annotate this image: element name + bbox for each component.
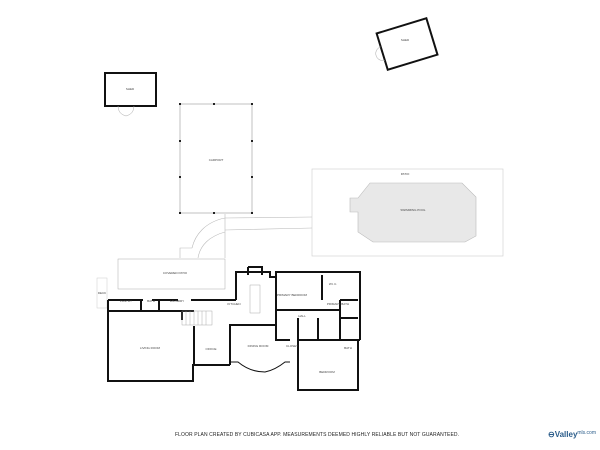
room-label: Shed xyxy=(125,87,135,91)
disclaimer-text: FLOOR PLAN CREATED BY CUBICASA APP. MEAS… xyxy=(175,432,460,438)
room-label: Pantry xyxy=(120,299,132,303)
logo-sup: mls.com xyxy=(577,430,597,436)
room-label: Primary Bath xyxy=(326,302,350,306)
logo-icon: ⊖ xyxy=(548,430,555,439)
room-label: Deck xyxy=(97,291,107,295)
room-label: Bath xyxy=(147,299,155,303)
room-label: Covered Patio xyxy=(162,271,188,275)
room-label: Swimming Pool xyxy=(400,208,426,212)
carport xyxy=(179,103,253,214)
room-label: Bedroom xyxy=(319,370,335,374)
room-label: Laundry xyxy=(169,299,185,303)
room-label: Office xyxy=(205,347,217,351)
room-label: Closet xyxy=(285,344,299,348)
room-label: Kitchen xyxy=(227,302,241,306)
room-label: Primary Bedroom xyxy=(277,293,307,297)
room-label: Carport xyxy=(208,158,224,162)
room-label: W.I.C. xyxy=(328,282,338,286)
room-label: Patio xyxy=(400,172,410,176)
shed-left xyxy=(104,72,157,107)
room-label: Living Room xyxy=(139,346,161,350)
valley-logo: ⊖Valleymls.com xyxy=(548,430,596,439)
shed-right xyxy=(375,17,439,72)
pool xyxy=(349,182,477,243)
patio xyxy=(311,168,504,257)
room-label: Dining Room xyxy=(247,344,269,348)
room-label: Bath xyxy=(344,346,352,350)
logo-text: Valley xyxy=(554,430,578,439)
room-label: Hall xyxy=(298,314,306,318)
room-label: Shed xyxy=(400,38,410,42)
